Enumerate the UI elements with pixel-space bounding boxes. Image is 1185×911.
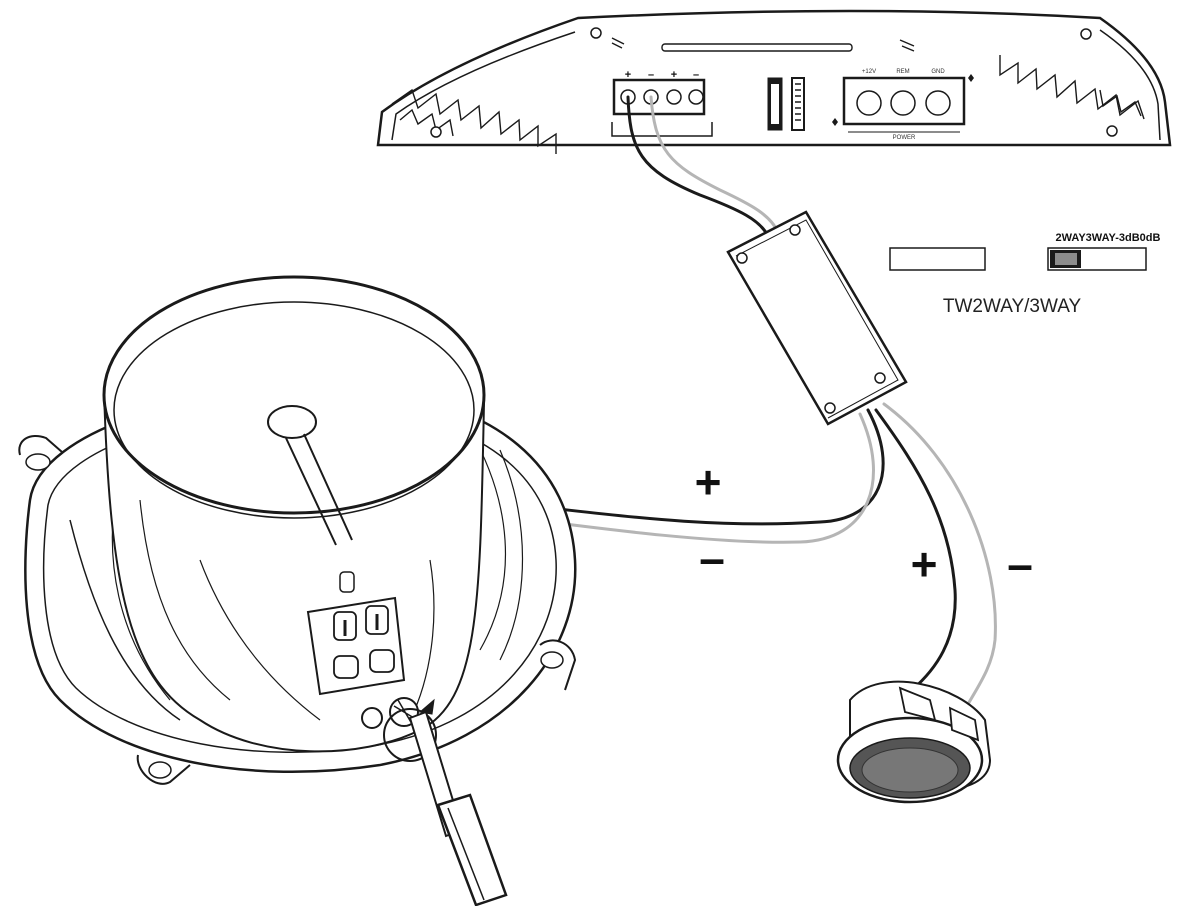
amplifier: + – + – +12V REM GND POWER — [376, 9, 1172, 154]
amp-terminal-minus-2: – — [693, 69, 699, 81]
power-label-gnd: GND — [931, 69, 945, 75]
heatsink-fins-left — [391, 88, 557, 154]
amplifier-screws — [430, 27, 1118, 138]
amp-terminal-minus-1: – — [648, 69, 654, 81]
tweeter-switch-label: TW2WAY/3WAY — [943, 296, 1082, 317]
woofer-plus-label: + — [695, 456, 722, 508]
woofer-minus-label: – — [699, 532, 725, 584]
screwdriver-tool — [408, 698, 508, 907]
amplifier-fuses — [767, 77, 805, 131]
tweeter-plus-label: + — [911, 538, 938, 590]
tweeter-mode-switch — [889, 247, 986, 271]
power-caption: POWER — [893, 135, 916, 141]
amp-terminal-plus-2: + — [671, 69, 677, 81]
amp-terminal-plus-1: + — [625, 69, 631, 81]
power-label-12v: +12V — [862, 69, 876, 75]
crossover-box — [726, 210, 908, 426]
power-terminal-block: +12V REM GND POWER — [832, 69, 974, 141]
woofer-speaker — [18, 275, 577, 785]
tweeter-speaker — [836, 680, 992, 804]
power-label-rem: REM — [896, 69, 909, 75]
tweeter-minus-label: – — [1007, 538, 1033, 590]
switch-row-label: 2WAY3WAY-3dB0dB — [1056, 232, 1161, 244]
level-switch-knob — [1055, 253, 1077, 265]
heatsink-fins-right — [999, 55, 1145, 120]
amplifier-slots — [611, 37, 915, 52]
crossover-switches: 2WAY3WAY-3dB0dB TW2WAY/3WAY — [889, 232, 1161, 317]
